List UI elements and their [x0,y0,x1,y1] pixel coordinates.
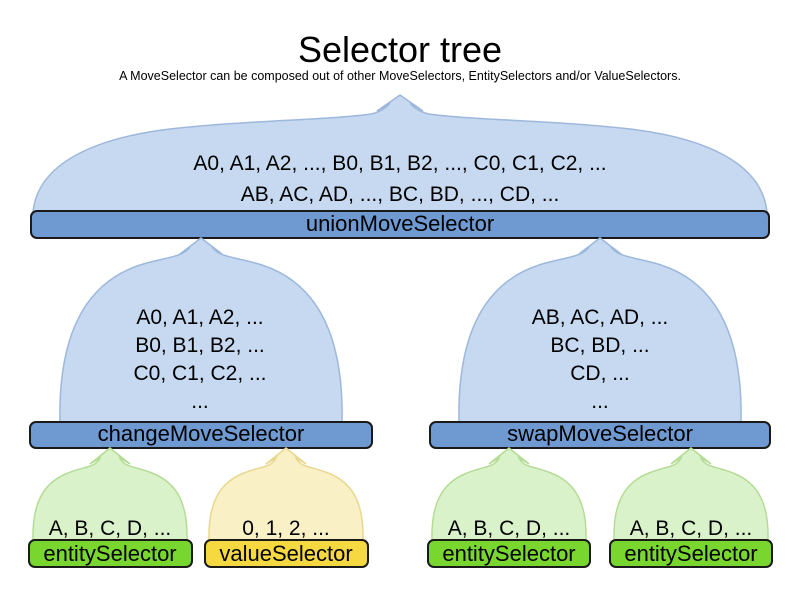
swap-move-selector-node: AB, AC, AD, ... BC, BD, ... CD, ... ... … [429,237,771,449]
entity-selector-label-2: entitySelector [442,541,575,566]
change-move-selector-bar [29,421,373,449]
swap-cloud-line-2: BC, BD, ... [550,334,649,357]
swap-cloud-line-3: CD, ... [570,362,630,385]
change-cloud-line-4: ... [191,390,209,413]
value-selector-node: 0, 1, 2, ... valueSelector [204,447,369,568]
change-cloud-line-1: A0, A1, A2, ... [136,306,263,329]
entity-selector-label-1: entitySelector [43,541,176,566]
value-cloud-line-1: 0, 1, 2, ... [242,517,330,540]
value-selector-bar [204,539,369,568]
swap-move-selector-bar [429,421,771,449]
entity-cloud-line-1: A, B, C, D, ... [49,517,172,540]
entity-selector-node-3: A, B, C, D, ... entitySelector [609,447,773,568]
change-move-selector-label: changeMoveSelector [98,421,305,446]
swap-move-selector-label: swapMoveSelector [507,421,693,446]
entity-cloud-arrow-shape-1 [32,447,188,542]
change-cloud-line-3: C0, C1, C2, ... [133,362,266,385]
entity-selector-bar-2 [427,539,591,568]
entity-selector-bar-1 [28,539,193,568]
change-move-selector-node: A0, A1, A2, ... B0, B1, B2, ... C0, C1, … [29,237,373,449]
value-cloud-arrow-shape [208,447,364,542]
page-subtitle: A MoveSelector can be composed out of ot… [119,69,681,83]
union-cloud-arrow-shape [32,94,768,213]
value-selector-label: valueSelector [219,541,352,566]
union-cloud-line-1: A0, A1, A2, ..., B0, B1, B2, ..., C0, C1… [193,152,606,175]
swap-cloud-line-4: ... [591,390,609,413]
union-cloud-line-2: AB, AC, AD, ..., BC, BD, ..., CD, ... [241,183,560,206]
change-cloud-arrow-shape [59,237,343,424]
entity-selector-bar-3 [609,539,773,568]
swap-cloud-line-1: AB, AC, AD, ... [532,306,669,329]
entity-cloud-line-3: A, B, C, D, ... [630,517,753,540]
union-move-selector-label: unionMoveSelector [306,211,494,236]
entity-selector-node-2: A, B, C, D, ... entitySelector [427,447,591,568]
entity-cloud-arrow-shape-2 [431,447,587,542]
entity-cloud-arrow-shape-3 [613,447,769,542]
entity-cloud-line-2: A, B, C, D, ... [448,517,571,540]
swap-cloud-arrow-shape [458,237,742,424]
change-cloud-line-2: B0, B1, B2, ... [135,334,265,357]
entity-selector-node-1: A, B, C, D, ... entitySelector [28,447,193,568]
page-title: Selector tree [298,29,502,70]
entity-selector-label-3: entitySelector [624,541,757,566]
union-move-selector-node: A0, A1, A2, ..., B0, B1, B2, ..., C0, C1… [30,94,770,239]
union-move-selector-bar [30,210,770,239]
